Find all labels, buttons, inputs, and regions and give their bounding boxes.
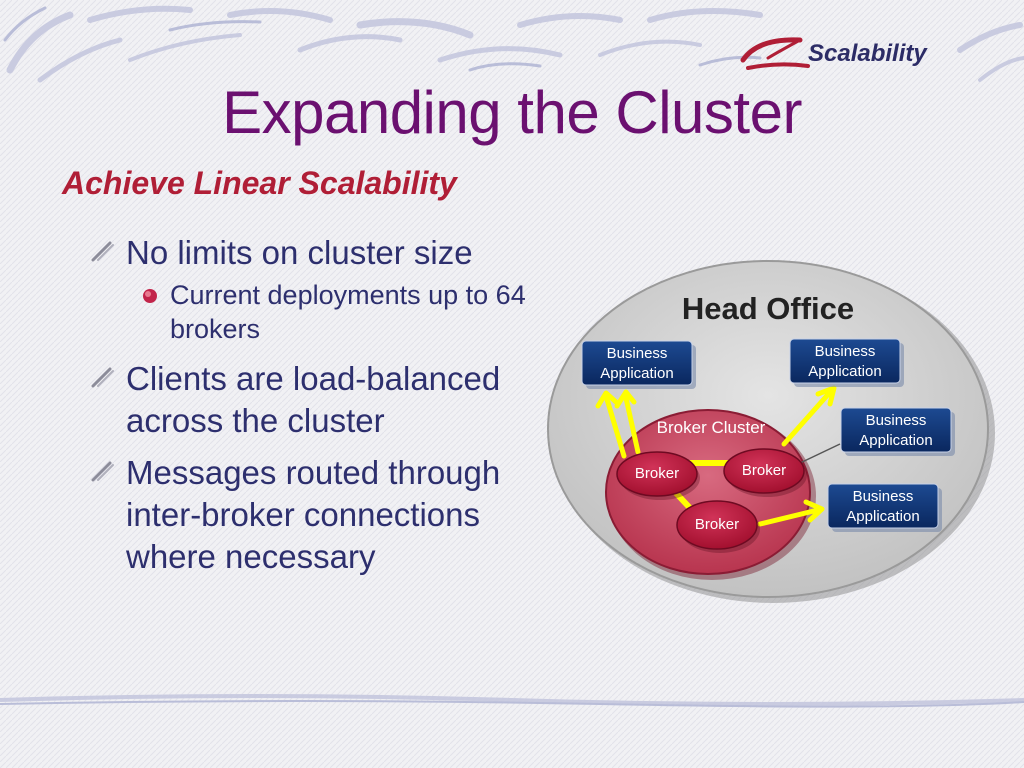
broker-cluster-label: Broker Cluster	[656, 418, 766, 437]
feather-bullet-icon	[91, 367, 114, 388]
business-app-line: Business	[606, 345, 668, 362]
broker-node	[616, 451, 698, 497]
business-app-label: Business Application	[841, 411, 951, 451]
business-app-box	[840, 407, 952, 453]
swoosh-icon	[740, 37, 810, 70]
sub-bullet-item: Current deployments up to 64 brokers	[90, 278, 560, 346]
business-app-line: Application	[846, 508, 920, 525]
connection-arrow	[757, 499, 825, 527]
feather-bullet-icon	[91, 241, 114, 262]
business-app-line: Application	[808, 363, 882, 380]
scalability-logo: Scalability	[738, 30, 968, 76]
slide-subtitle: Achieve Linear Scalability	[62, 165, 457, 201]
connection-arrow	[781, 385, 837, 447]
bullet-text: Current deployments up to 64 brokers	[170, 280, 526, 344]
business-app-box	[581, 340, 693, 386]
connection-arrow	[614, 389, 641, 455]
bullet-item: Clients are load-balanced across the clu…	[90, 358, 560, 442]
broker-label: Broker	[694, 516, 740, 533]
logo-text: Scalability	[808, 40, 927, 67]
business-app-label: Business Application	[828, 487, 938, 527]
business-app-line: Business	[852, 488, 914, 505]
broker-link	[672, 489, 693, 511]
feather-bullet-icon	[91, 461, 114, 482]
app-link-line	[797, 443, 841, 465]
business-app-line: Business	[865, 412, 927, 429]
cluster-diagram: Head Office Broker Cluster Broker Broker…	[540, 256, 1010, 616]
head-office-label: Head Office	[681, 291, 855, 326]
broker-label: Broker	[634, 465, 680, 482]
broker-node	[723, 448, 805, 494]
business-app-line: Business	[814, 343, 876, 360]
dot-bullet-icon	[143, 289, 157, 303]
business-app-label: Business Application	[790, 342, 900, 382]
business-app-line: Application	[600, 365, 674, 382]
broker-label: Broker	[741, 462, 787, 479]
business-app-box	[827, 483, 939, 529]
footer-rule	[0, 694, 1024, 708]
bullet-text: Clients are load-balanced across the clu…	[126, 360, 501, 439]
business-app-label: Business Application	[582, 344, 692, 384]
bullet-list: No limits on cluster size Current deploy…	[90, 232, 560, 588]
business-app-line: Application	[859, 432, 933, 449]
connection-arrow	[595, 390, 627, 459]
bullet-item: Messages routed through inter-broker con…	[90, 452, 560, 578]
bullet-text: No limits on cluster size	[126, 234, 473, 271]
bullet-text: Messages routed through inter-broker con…	[126, 454, 501, 575]
bullet-item: No limits on cluster size	[90, 232, 560, 274]
slide-title: Expanding the Cluster	[222, 79, 802, 146]
business-app-box	[789, 338, 901, 384]
broker-node	[676, 500, 758, 550]
diagram-graphic	[547, 260, 995, 603]
